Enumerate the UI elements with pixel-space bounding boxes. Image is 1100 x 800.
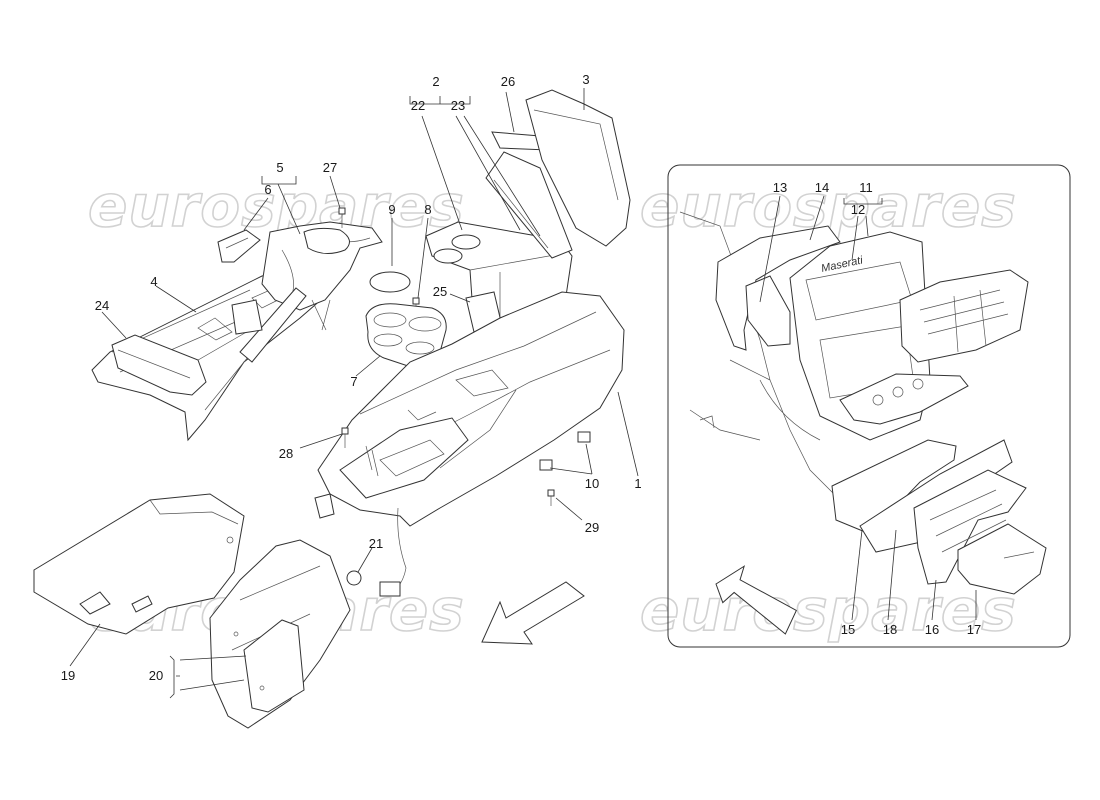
part-front-tray [91,267,331,442]
direction-arrow-left [481,581,585,645]
callout-19: 19 [61,668,75,683]
callout-28: 28 [279,446,293,461]
part-inset-ashtray [831,439,1047,595]
part-carpet-20 [209,539,351,729]
part-inset-console: Maserati [679,211,1029,501]
callout-6: 6 [264,182,271,197]
part-side-panel-19 [33,493,245,635]
watermark-bottom-right: eurospares [640,576,1017,644]
part-wiring-21 [346,507,407,597]
callout-9: 9 [388,202,395,217]
direction-arrow-right [715,565,798,635]
watermarks: eurospares eurospares eurospares eurospa… [87,171,1017,645]
part-screw-28 [341,427,349,448]
callout-23: 23 [451,98,465,113]
callout-3: 3 [582,72,589,87]
callout-27: 27 [323,160,337,175]
callout-22: 22 [411,98,425,113]
part-switch-6 [217,229,261,263]
callout-7: 7 [350,374,357,389]
callout-11: 11 [859,180,873,195]
callout-5: 5 [276,160,283,175]
part-screw-27 [338,207,346,228]
callout-25: 25 [433,284,447,299]
callout-12: 12 [851,202,865,217]
callout-14: 14 [815,180,829,195]
part-shift-boot-trim [231,221,383,363]
callout-24: 24 [95,298,109,313]
callout-16: 16 [925,622,939,637]
callout-26: 26 [501,74,515,89]
leader-lines [69,88,977,699]
callout-18: 18 [883,622,897,637]
part-center-console-1 [314,291,625,527]
callout-8: 8 [424,202,431,217]
callout-20: 20 [149,668,163,683]
callouts: 2 26 3 22 23 5 27 6 9 8 4 25 24 7 28 10 … [61,72,981,683]
watermark-top-left: eurospares [88,172,465,240]
callout-29: 29 [585,520,599,535]
callout-1: 1 [634,476,641,491]
callout-10: 10 [585,476,599,491]
callout-17: 17 [967,622,981,637]
callout-21: 21 [369,536,383,551]
part-clips-10 [539,431,591,471]
callout-13: 13 [773,180,787,195]
callout-15: 15 [841,622,855,637]
part-screw-29 [547,489,555,506]
part-disc-9 [369,271,411,293]
callout-4: 4 [150,274,157,289]
detail-inset-frame [667,164,1071,648]
callout-2: 2 [432,74,439,89]
